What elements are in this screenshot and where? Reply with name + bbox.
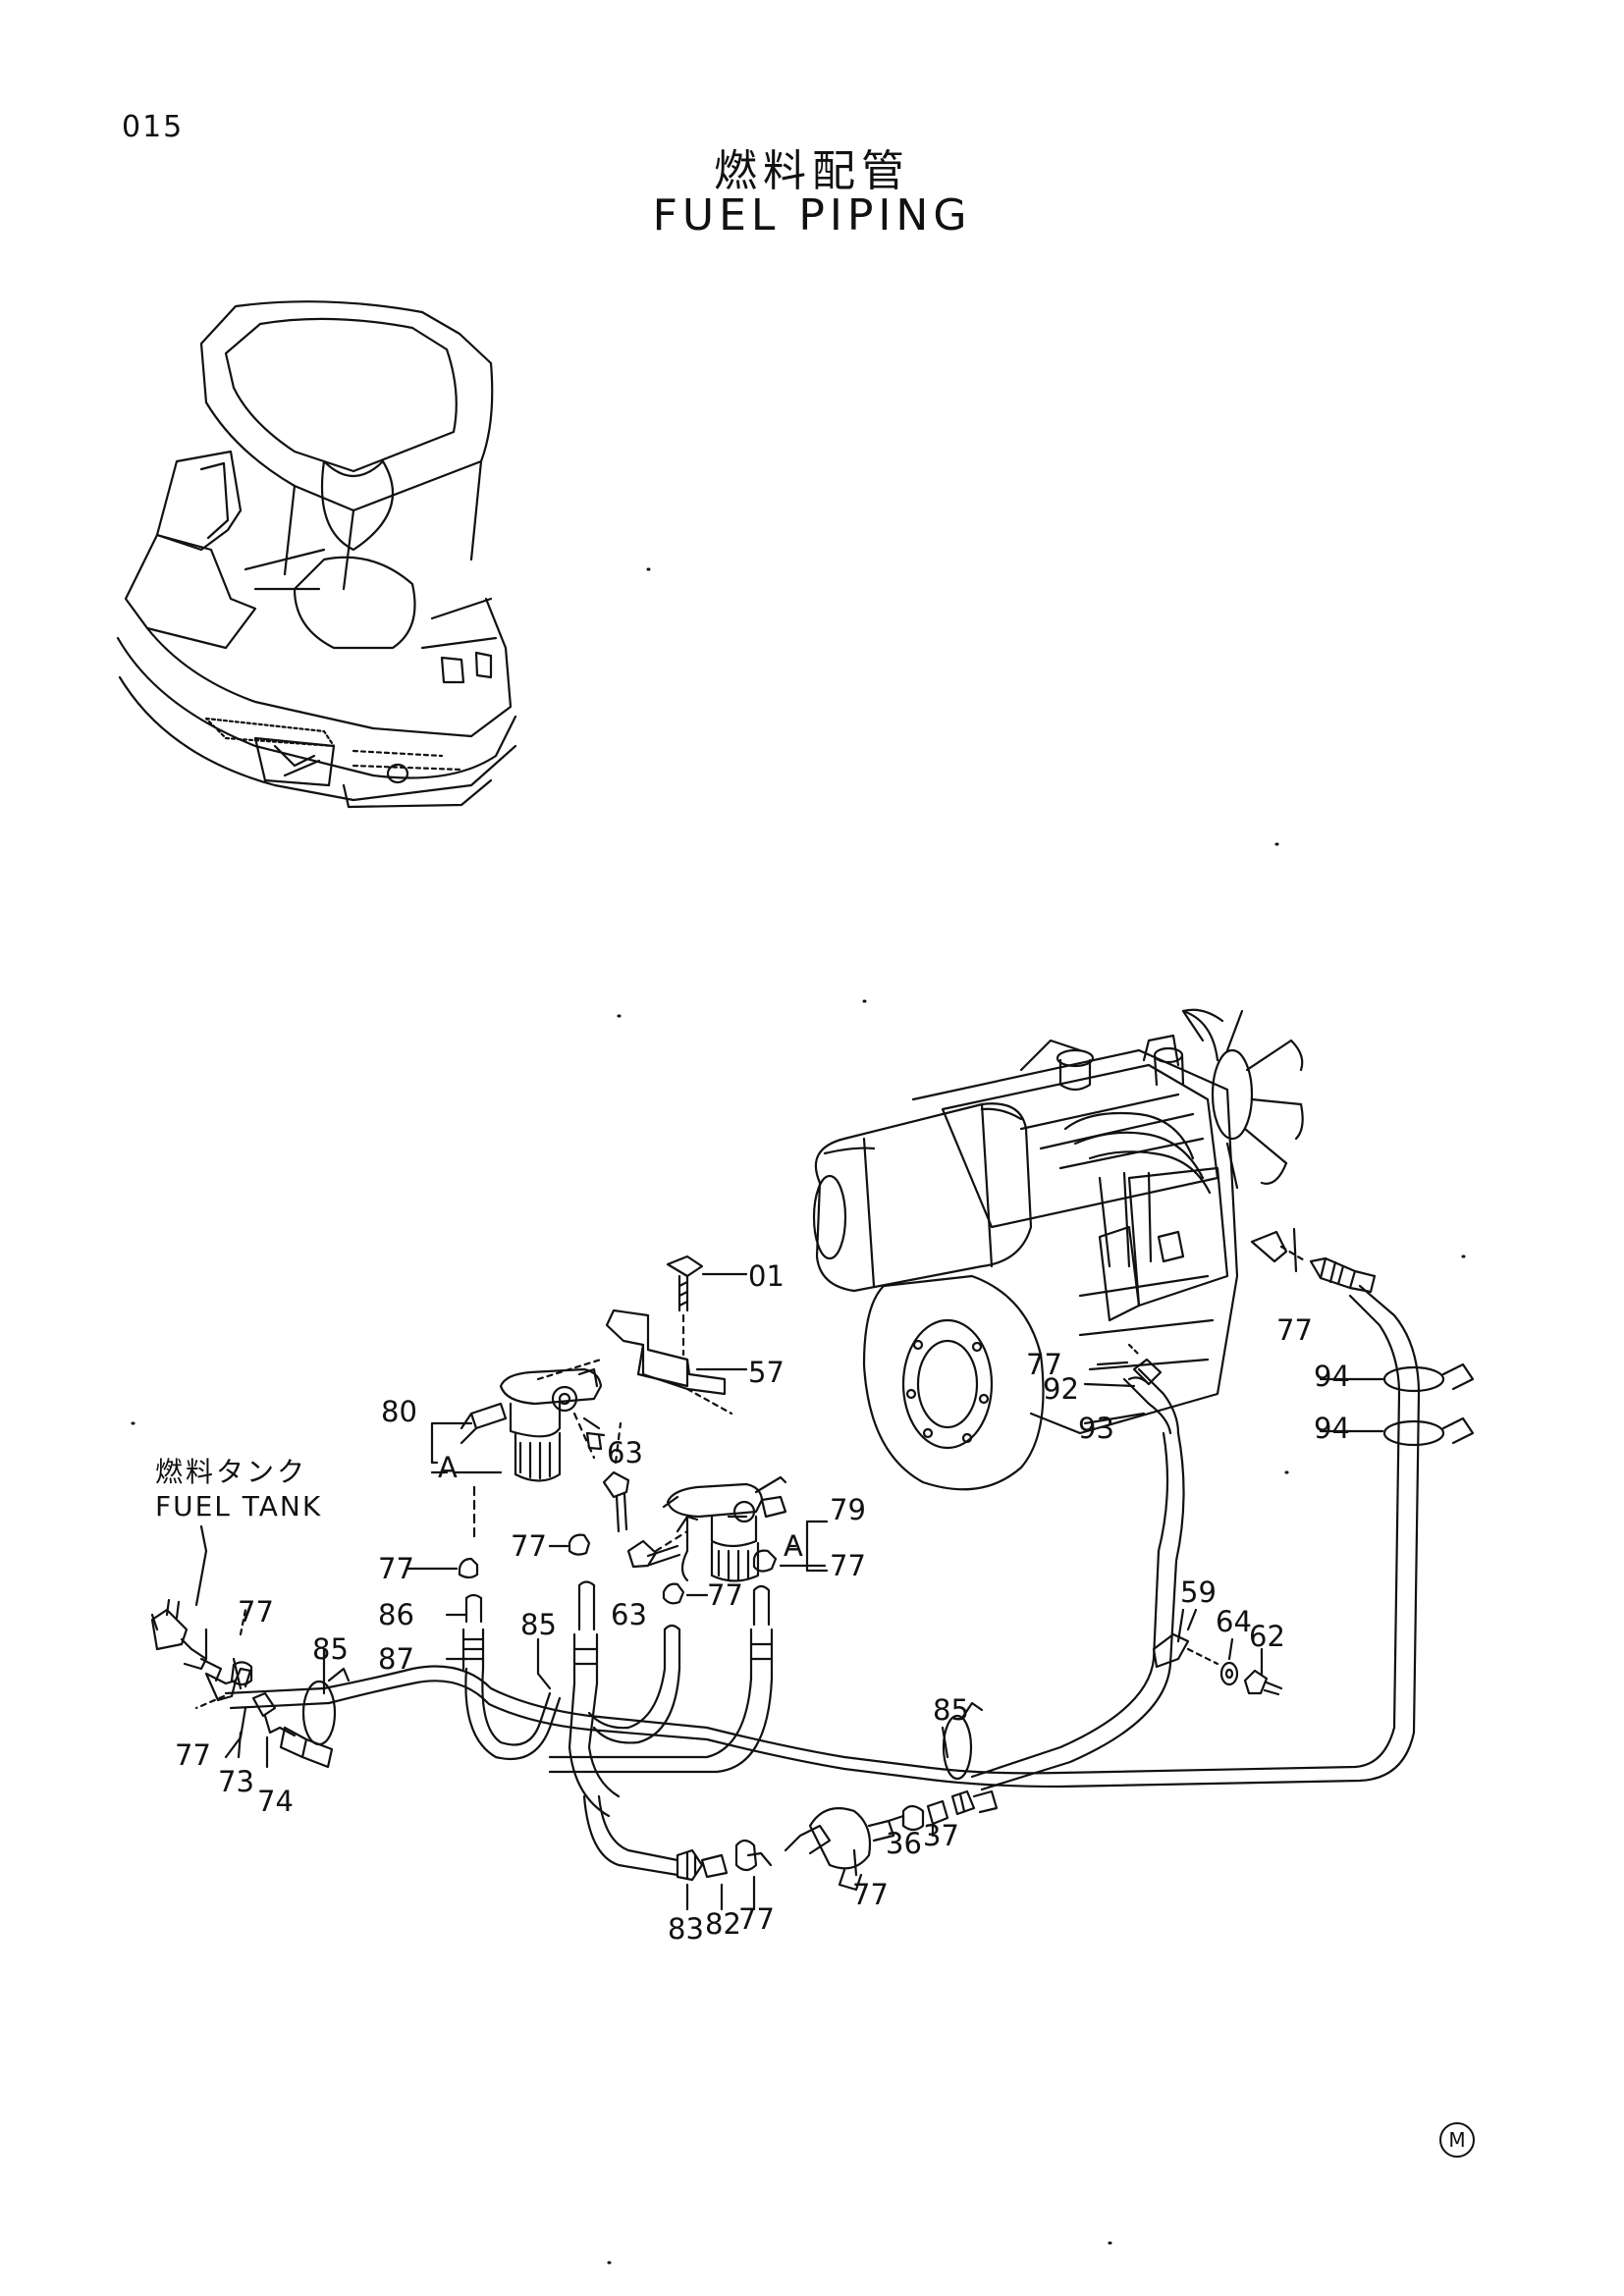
callout-85-center: 85 (520, 1608, 557, 1641)
callout-64: 64 (1216, 1605, 1252, 1638)
callout-63-bottom: 63 (611, 1598, 647, 1631)
manual-mark-icon: M (1439, 2122, 1475, 2158)
callout-85-left: 85 (312, 1632, 349, 1666)
engine-side-fittings (1127, 1230, 1475, 1447)
callout-73: 73 (218, 1765, 254, 1798)
callout-63-top: 63 (607, 1436, 643, 1469)
engine-illustration (812, 1008, 1304, 1491)
callout-93: 93 (1078, 1412, 1114, 1445)
callout-a-right: A (784, 1529, 803, 1563)
callout-94-bottom: 94 (1314, 1412, 1350, 1445)
callout-57: 57 (748, 1356, 785, 1389)
callout-85-right: 85 (933, 1693, 969, 1727)
fuel-filter-assembly (430, 1255, 829, 1582)
callout-36: 36 (886, 1827, 922, 1860)
callout-77-bottom: 77 (738, 1902, 775, 1936)
callout-82: 82 (705, 1907, 741, 1941)
callout-86: 86 (378, 1598, 414, 1631)
tube-clamp-assembly (1152, 1608, 1283, 1696)
callout-77-engine-right: 77 (1276, 1313, 1313, 1347)
fuel-tank-label-japanese: 燃料タンク (155, 1456, 308, 1488)
callout-94-top: 94 (1314, 1360, 1350, 1393)
machine-overview-illustration (116, 300, 517, 809)
callout-92: 92 (1043, 1372, 1079, 1406)
callout-77-filter-left: 77 (378, 1552, 414, 1585)
callout-80: 80 (381, 1395, 417, 1428)
callout-59: 59 (1180, 1575, 1217, 1609)
callout-a-left: A (438, 1451, 458, 1484)
callout-83: 83 (668, 1912, 704, 1946)
callout-87: 87 (378, 1642, 414, 1676)
fuel-pump-assembly (676, 1701, 999, 1892)
callout-74: 74 (257, 1785, 294, 1818)
callout-79: 79 (830, 1493, 866, 1526)
callout-01: 01 (748, 1259, 785, 1293)
fuel-hoses (224, 1284, 1421, 1877)
fuel-tank-fittings (150, 1524, 351, 1769)
callout-37: 37 (923, 1819, 959, 1852)
callout-77-tank-top: 77 (238, 1595, 274, 1629)
fuel-tank-label-english: FUEL TANK (155, 1490, 323, 1522)
callout-77-filter-mid: 77 (511, 1529, 547, 1563)
callout-77-tank-bottom: 77 (175, 1738, 211, 1772)
scan-dots (131, 567, 1466, 2265)
callout-77-filter-right: 77 (830, 1549, 866, 1582)
hose-clamps (406, 1533, 827, 1605)
page-title-japanese: 燃料配管 (714, 146, 910, 196)
callout-77-engine-upper: 77 (1026, 1348, 1062, 1381)
callout-77-below-filter: 77 (707, 1578, 743, 1612)
callout-77-pump: 77 (852, 1878, 889, 1911)
page-number: 015 (122, 110, 185, 144)
page-title-english: FUEL PIPING (652, 190, 972, 240)
callout-62: 62 (1249, 1620, 1285, 1653)
callout-leader-lines (204, 1227, 1298, 1911)
